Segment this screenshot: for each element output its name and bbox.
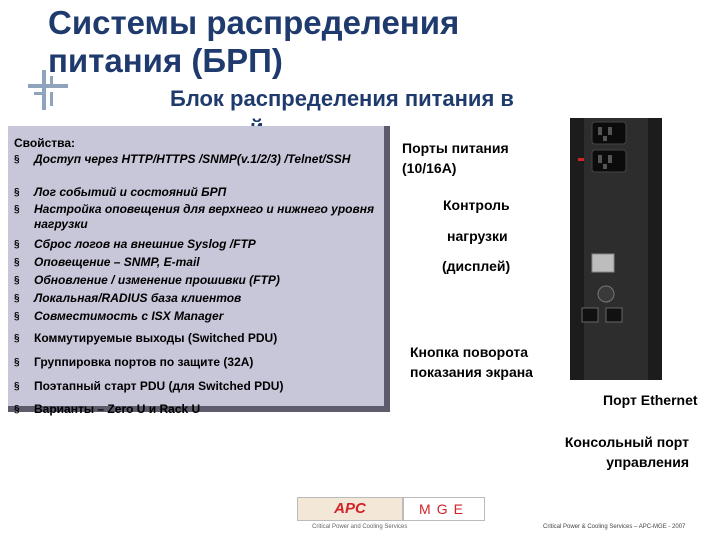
- properties-heading: Свойства:: [14, 136, 76, 150]
- bullet-icon: §: [14, 333, 20, 344]
- property-item: § Локальная/RADIUS база клиентов: [14, 291, 242, 305]
- property-item: § Обновление / изменение прошивки (FTP): [14, 273, 280, 287]
- property-item: § Доступ через HTTP/HTTPS /SNMP(v.1/2/3)…: [14, 152, 351, 166]
- property-item: § Группировка портов по защите (32A): [14, 355, 254, 369]
- callout-ethernet-port: Порт Ethernet: [603, 392, 698, 408]
- slide-title: Системы распределения питания (БРП): [48, 4, 688, 80]
- bullet-icon: §: [14, 187, 20, 198]
- title-line-2: питания (БРП): [48, 42, 283, 79]
- property-item: § Варианты – Zero U и Rack U: [14, 402, 201, 416]
- bullet-icon: §: [14, 381, 20, 392]
- title-line-1: Системы распределения: [48, 4, 460, 41]
- callout-power-ports: Порты питания (10/16A): [402, 140, 509, 176]
- property-item: § Совместимость с ISX Manager: [14, 309, 224, 323]
- property-item: § Настройка оповещения для верхнего и ни…: [14, 202, 375, 231]
- bullet-icon: §: [14, 404, 20, 415]
- property-item: § Лог событий и состояний БРП: [14, 185, 227, 199]
- property-item: § Оповещение – SNMP, E-mail: [14, 255, 200, 269]
- property-item: § Поэтапный старт PDU (для Switched PDU): [14, 379, 284, 393]
- pdu-device-image: [570, 118, 662, 380]
- bullet-icon: §: [14, 293, 20, 304]
- slide-subtitle: Блок распределения питания в: [170, 86, 514, 111]
- callout-console-port: Консольный порт управления: [564, 434, 689, 470]
- bullet-icon: §: [14, 154, 20, 165]
- property-item: § Коммутируемые выходы (Switched PDU): [14, 331, 278, 345]
- cross-ornament-icon: [28, 70, 68, 110]
- bullet-icon: §: [14, 357, 20, 368]
- property-item: § Сброс логов на внешние Syslog /FTP: [14, 237, 256, 251]
- bullet-icon: §: [14, 239, 20, 250]
- footer-tagline: Critical Power and Cooling Services: [312, 524, 408, 530]
- properties-panel: Свойства: § Доступ через HTTP/HTTPS /SNM…: [8, 126, 390, 416]
- bullet-icon: §: [14, 311, 20, 322]
- footer-copyright: Critical Power & Cooling Services – APC-…: [543, 524, 686, 530]
- callout-load: нагрузки: [447, 228, 508, 244]
- apc-logo: APC: [297, 497, 403, 521]
- callout-display: (дисплей): [442, 258, 511, 274]
- callout-load-control: Контроль: [443, 197, 510, 213]
- bullet-icon: §: [14, 275, 20, 286]
- callout-rotate-button: Кнопка поворота показания экрана: [410, 344, 533, 380]
- bullet-icon: §: [14, 257, 20, 268]
- bullet-icon: §: [14, 204, 20, 215]
- mge-logo: MGE: [403, 497, 485, 521]
